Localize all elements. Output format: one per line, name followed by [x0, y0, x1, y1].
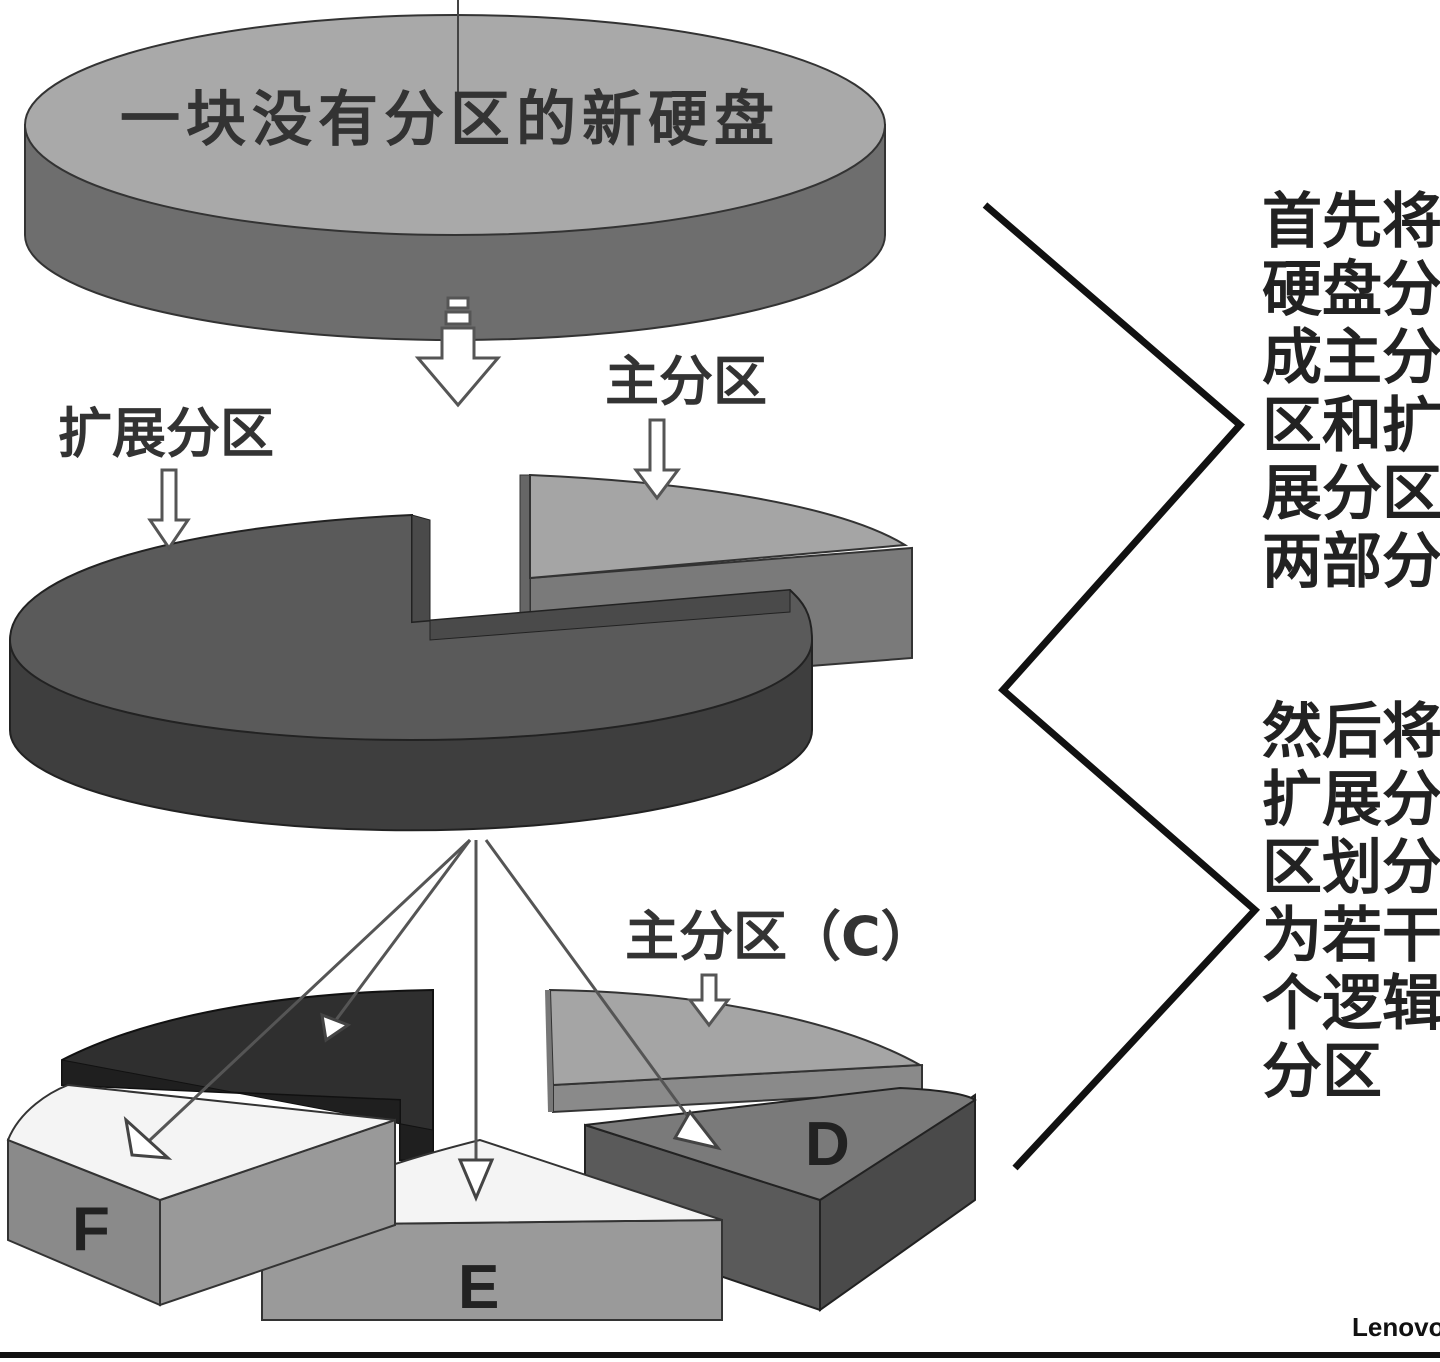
arrowhead-back-icon [320, 1012, 352, 1043]
primary-wedge-top [529, 473, 909, 580]
extended-cut-face [411, 514, 791, 641]
note-step-2-line: 分区 [1262, 1037, 1382, 1107]
note-step-1-line: 首先将 [1262, 187, 1440, 257]
note-step-1-line: 成主分 [1262, 323, 1440, 393]
brand-watermark: Lenovo [1352, 1312, 1440, 1342]
note-step-1-line: 展分区 [1262, 459, 1440, 529]
label-f: F [72, 1195, 110, 1264]
bottom-border [0, 1352, 1440, 1358]
extended-partition-disk [8, 513, 814, 832]
partition-d-top [584, 1086, 977, 1202]
note-step-1-line: 区和扩 [1262, 391, 1440, 461]
partition-f-top [6, 1083, 396, 1202]
disk-title: 一块没有分区的新硬盘 [120, 85, 780, 155]
label-extended-partition: 扩展分区 [58, 402, 274, 465]
arrowhead-f-icon [123, 1115, 173, 1160]
note-step-2-line: 扩展分 [1262, 765, 1440, 835]
label-arrow-extended-icon [147, 468, 191, 551]
label-d: D [805, 1110, 850, 1179]
logical-wedge-back [61, 988, 434, 1161]
fan-arrows [148, 838, 707, 1190]
note-step-2-line: 区划分 [1262, 833, 1440, 903]
note-step-2-line: 个逻辑 [1262, 969, 1440, 1039]
label-primary-partition: 主分区 [605, 350, 767, 413]
arrowhead-d-icon [672, 1109, 722, 1151]
partition-c-top [548, 988, 924, 1087]
note-step-2-line: 然后将 [1262, 697, 1440, 767]
label-e: E [458, 1253, 499, 1322]
unpartitioned-disk: 一块没有分区的新硬盘 [24, 0, 886, 341]
extended-top [8, 513, 814, 742]
zigzag-brace [982, 202, 1261, 1171]
note-step-2: 然后将 扩展分 区划分 为若干 个逻辑 分区 [1262, 698, 1440, 1106]
label-arrow-primary-icon [633, 418, 681, 501]
disk-top [24, 14, 886, 236]
note-step-2-line: 为若干 [1262, 901, 1440, 971]
partition-f-wedge [6, 1083, 396, 1307]
note-step-1: 首先将 硬盘分 成主分 区和扩 展分区 两部分 [1262, 188, 1440, 596]
arrowhead-e-icon [457, 1158, 495, 1202]
hollow-arrow-down-icon [414, 296, 502, 408]
note-step-1-line: 两部分 [1262, 527, 1440, 597]
label-primary-c: 主分区（C） [625, 905, 935, 968]
note-step-1-line: 硬盘分 [1262, 255, 1440, 325]
label-arrow-primary-c-icon [686, 973, 732, 1028]
